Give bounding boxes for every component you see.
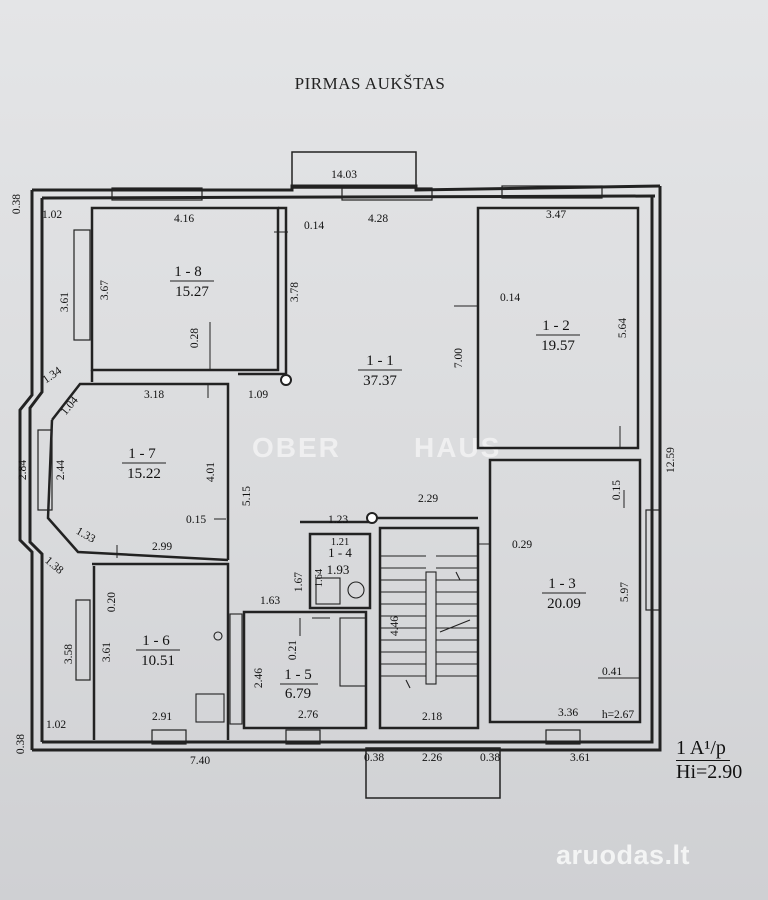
aruodas-watermark: aruodas.lt [556, 840, 690, 871]
dim-label: 2.46 [253, 668, 265, 688]
dim-label: 0.15 [611, 480, 623, 500]
dim-label: 5.64 [617, 318, 629, 338]
dim-label: 12.59 [665, 447, 677, 473]
dim-label: 0.29 [512, 539, 532, 551]
dim-label: 1.21 [331, 537, 349, 548]
dim-label: 3.61 [570, 752, 590, 764]
dim-label: 3.61 [101, 642, 113, 662]
room-id: 1 - 1 [366, 353, 394, 369]
room-area: 15.22 [127, 466, 161, 482]
watermark-brand: aruodas [556, 840, 665, 870]
dim-label: 0.38 [364, 752, 384, 764]
dim-label: 2.18 [422, 711, 442, 723]
fixtures [195, 577, 367, 725]
dim-label: 3.78 [289, 282, 301, 302]
outer-walls [18, 184, 662, 752]
room-area: 20.09 [547, 596, 581, 612]
column-marker [280, 374, 292, 386]
dim-label: 2.26 [422, 752, 442, 764]
dim-label: 2.99 [152, 541, 172, 553]
dim-label: 5.97 [619, 582, 631, 602]
room-id: 1 - 5 [284, 667, 312, 683]
staircase [380, 555, 478, 689]
dim-label: 1.38 [42, 555, 65, 577]
dim-label: 0.14 [500, 292, 520, 304]
dim-label: 0.20 [106, 592, 118, 612]
dim-label: 1.64 [314, 568, 325, 587]
dim-label: 0.38 [480, 752, 500, 764]
dim-label: 3.18 [144, 389, 164, 401]
column-marker [366, 512, 378, 524]
room-area: 37.37 [363, 373, 397, 389]
dim-label: 4.46 [389, 616, 401, 636]
dimension-labels: 14.03 0.38 1.02 4.16 3.67 3.61 0.28 0.14… [11, 169, 677, 767]
dim-label: 1.63 [260, 595, 280, 607]
dim-label: 3.67 [99, 280, 111, 300]
dim-label: 1.23 [328, 514, 348, 526]
room-id: 1 - 3 [548, 576, 576, 592]
dim-label: 3.47 [546, 209, 566, 221]
dim-label: 1.67 [293, 572, 305, 592]
dim-label: 0.14 [304, 220, 324, 232]
dim-label: 3.36 [558, 707, 578, 719]
room-id: 1 - 7 [128, 446, 156, 462]
room-id: 1 - 8 [174, 264, 202, 280]
room-id: 1 - 2 [542, 318, 570, 334]
dim-label: 0.28 [189, 328, 201, 348]
dim-label: 7.40 [190, 755, 210, 767]
dim-label: 2.91 [152, 711, 172, 723]
entrance-porch [365, 747, 501, 799]
dim-label: h=2.67 [602, 709, 635, 721]
dim-label: 4.01 [205, 462, 217, 482]
watermark-tld: .lt [664, 840, 691, 870]
dim-label: 0.41 [602, 666, 622, 678]
plan-title: PIRMAS AUKŠTAS [294, 74, 446, 93]
dim-label: 1.02 [42, 209, 62, 221]
dim-label: 3.58 [63, 644, 75, 664]
dim-label: 2.84 [17, 460, 29, 480]
dim-label: 5.15 [241, 486, 253, 506]
dim-label: 7.00 [453, 348, 465, 368]
windows [37, 185, 661, 745]
room-area: 6.79 [285, 686, 311, 702]
dim-label: 2.76 [298, 709, 318, 721]
room-area: 15.27 [175, 284, 209, 300]
dim-label: 1.04 [59, 394, 81, 417]
room-area: 10.51 [141, 653, 175, 669]
room-area: 1.93 [327, 562, 350, 577]
dim-label: 14.03 [331, 169, 357, 181]
dim-label: 0.38 [15, 734, 27, 754]
dim-label: 0.38 [11, 194, 23, 214]
dim-label: 4.28 [368, 213, 388, 225]
ober-haus-logo-left: OBER [252, 432, 341, 463]
dim-label: 1.09 [248, 389, 268, 401]
room-id: 1 - 6 [142, 633, 170, 649]
dim-label: 2.44 [55, 460, 67, 480]
dim-label: 4.16 [174, 213, 194, 225]
dim-label: 2.29 [418, 493, 438, 505]
dim-label: 1.34 [41, 365, 65, 387]
dim-label: 0.15 [186, 514, 206, 526]
dim-label: 3.61 [59, 292, 71, 312]
scale-code: 1 A¹/p [676, 737, 730, 761]
dim-label: 1.02 [46, 719, 66, 731]
room-id: 1 - 4 [328, 545, 352, 560]
dim-label: 1.33 [74, 525, 98, 546]
room-labels: 1 - 8 15.27 1 - 1 37.37 1 - 2 19.57 1 - … [122, 264, 586, 702]
room-area: 19.57 [541, 338, 575, 354]
scale-legend: 1 A¹/p Hi=2.90 [676, 737, 742, 784]
dim-label: 0.21 [287, 640, 299, 660]
ceiling-height: Hi=2.90 [676, 761, 743, 783]
dimension-lines [116, 231, 640, 679]
